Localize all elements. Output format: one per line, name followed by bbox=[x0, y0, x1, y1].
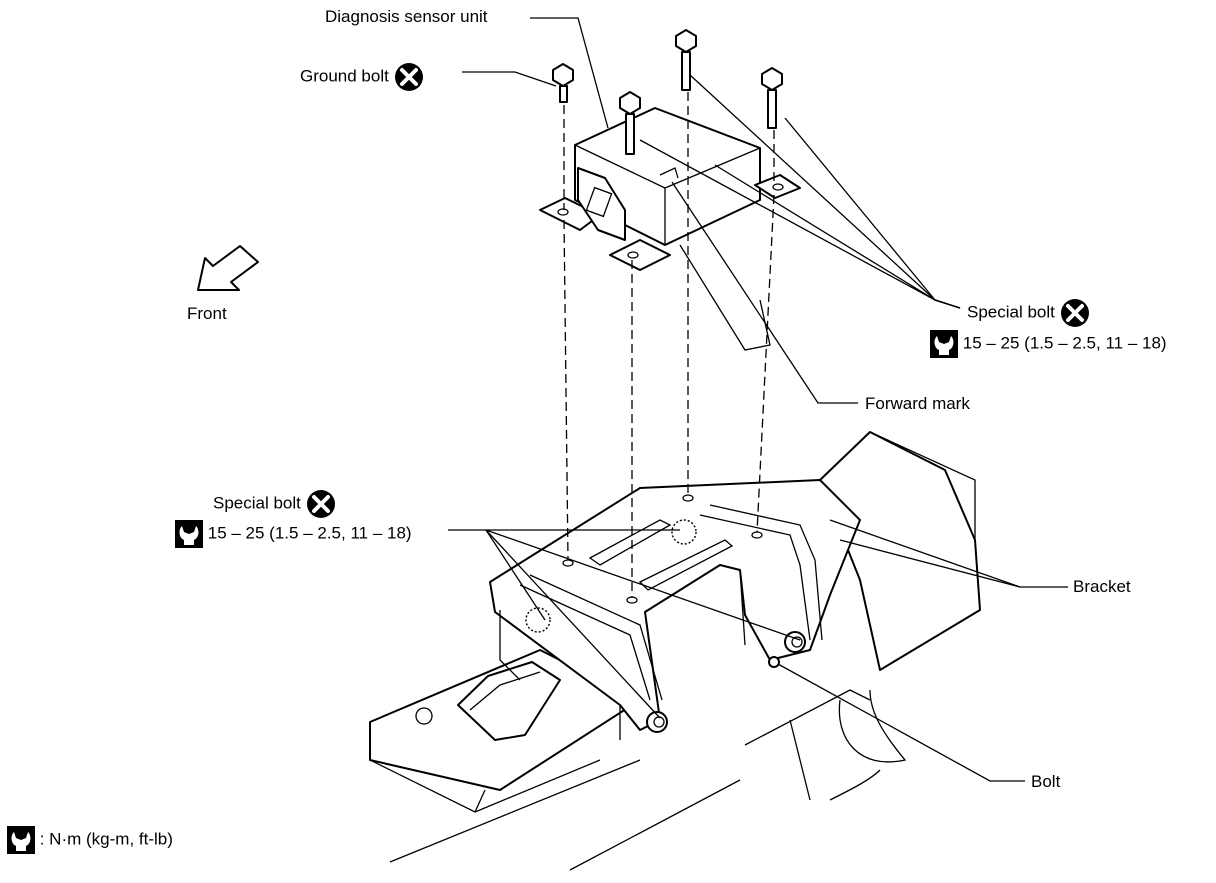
torque-left-text: 15 – 25 (1.5 – 2.5, 11 – 18) bbox=[207, 523, 412, 543]
torque-wrench-icon bbox=[175, 520, 203, 548]
unit-legend-text: : N·m (kg-m, ft-lb) bbox=[39, 829, 173, 849]
bolts bbox=[552, 29, 783, 155]
label-torque-right: 15 – 25 (1.5 – 2.5, 11 – 18) bbox=[930, 330, 1167, 358]
center-console bbox=[369, 431, 981, 871]
label-diagnosis-sensor-unit: Diagnosis sensor unit bbox=[325, 7, 488, 26]
label-ground-bolt: Ground bolt bbox=[300, 62, 424, 92]
torque-right-text: 15 – 25 (1.5 – 2.5, 11 – 18) bbox=[962, 333, 1167, 353]
special-bolt-left-text: Special bolt bbox=[213, 493, 301, 513]
label-bolt: Bolt bbox=[1031, 772, 1061, 791]
label-torque-left: 15 – 25 (1.5 – 2.5, 11 – 18) bbox=[175, 520, 412, 548]
torque-wrench-icon bbox=[7, 826, 35, 854]
ground-bolt-text: Ground bolt bbox=[300, 66, 389, 86]
circle-x-icon bbox=[1060, 299, 1089, 327]
special-bolt-drawing-1 bbox=[675, 29, 697, 91]
special-bolt-drawing-3 bbox=[619, 91, 641, 155]
label-special-bolt-left: Special bolt bbox=[213, 489, 336, 519]
circle-x-icon bbox=[394, 63, 423, 91]
front-arrow-icon bbox=[197, 245, 259, 291]
label-special-bolt-right: Special bolt bbox=[967, 298, 1090, 328]
bracket bbox=[489, 479, 861, 740]
unit-legend: : N·m (kg-m, ft-lb) bbox=[7, 826, 173, 854]
label-bracket: Bracket bbox=[1073, 577, 1131, 596]
leader-lines bbox=[448, 17, 1068, 782]
torque-wrench-icon bbox=[930, 330, 958, 358]
label-front: Front bbox=[187, 304, 227, 323]
alignment-lines bbox=[563, 92, 775, 598]
diagnosis-sensor-unit bbox=[539, 107, 801, 351]
label-forward-mark: Forward mark bbox=[865, 394, 970, 413]
special-bolt-right-text: Special bolt bbox=[967, 302, 1055, 322]
special-bolt-drawing-2 bbox=[761, 67, 783, 129]
circle-x-icon bbox=[306, 490, 335, 518]
ground-bolt-drawing bbox=[552, 63, 574, 103]
